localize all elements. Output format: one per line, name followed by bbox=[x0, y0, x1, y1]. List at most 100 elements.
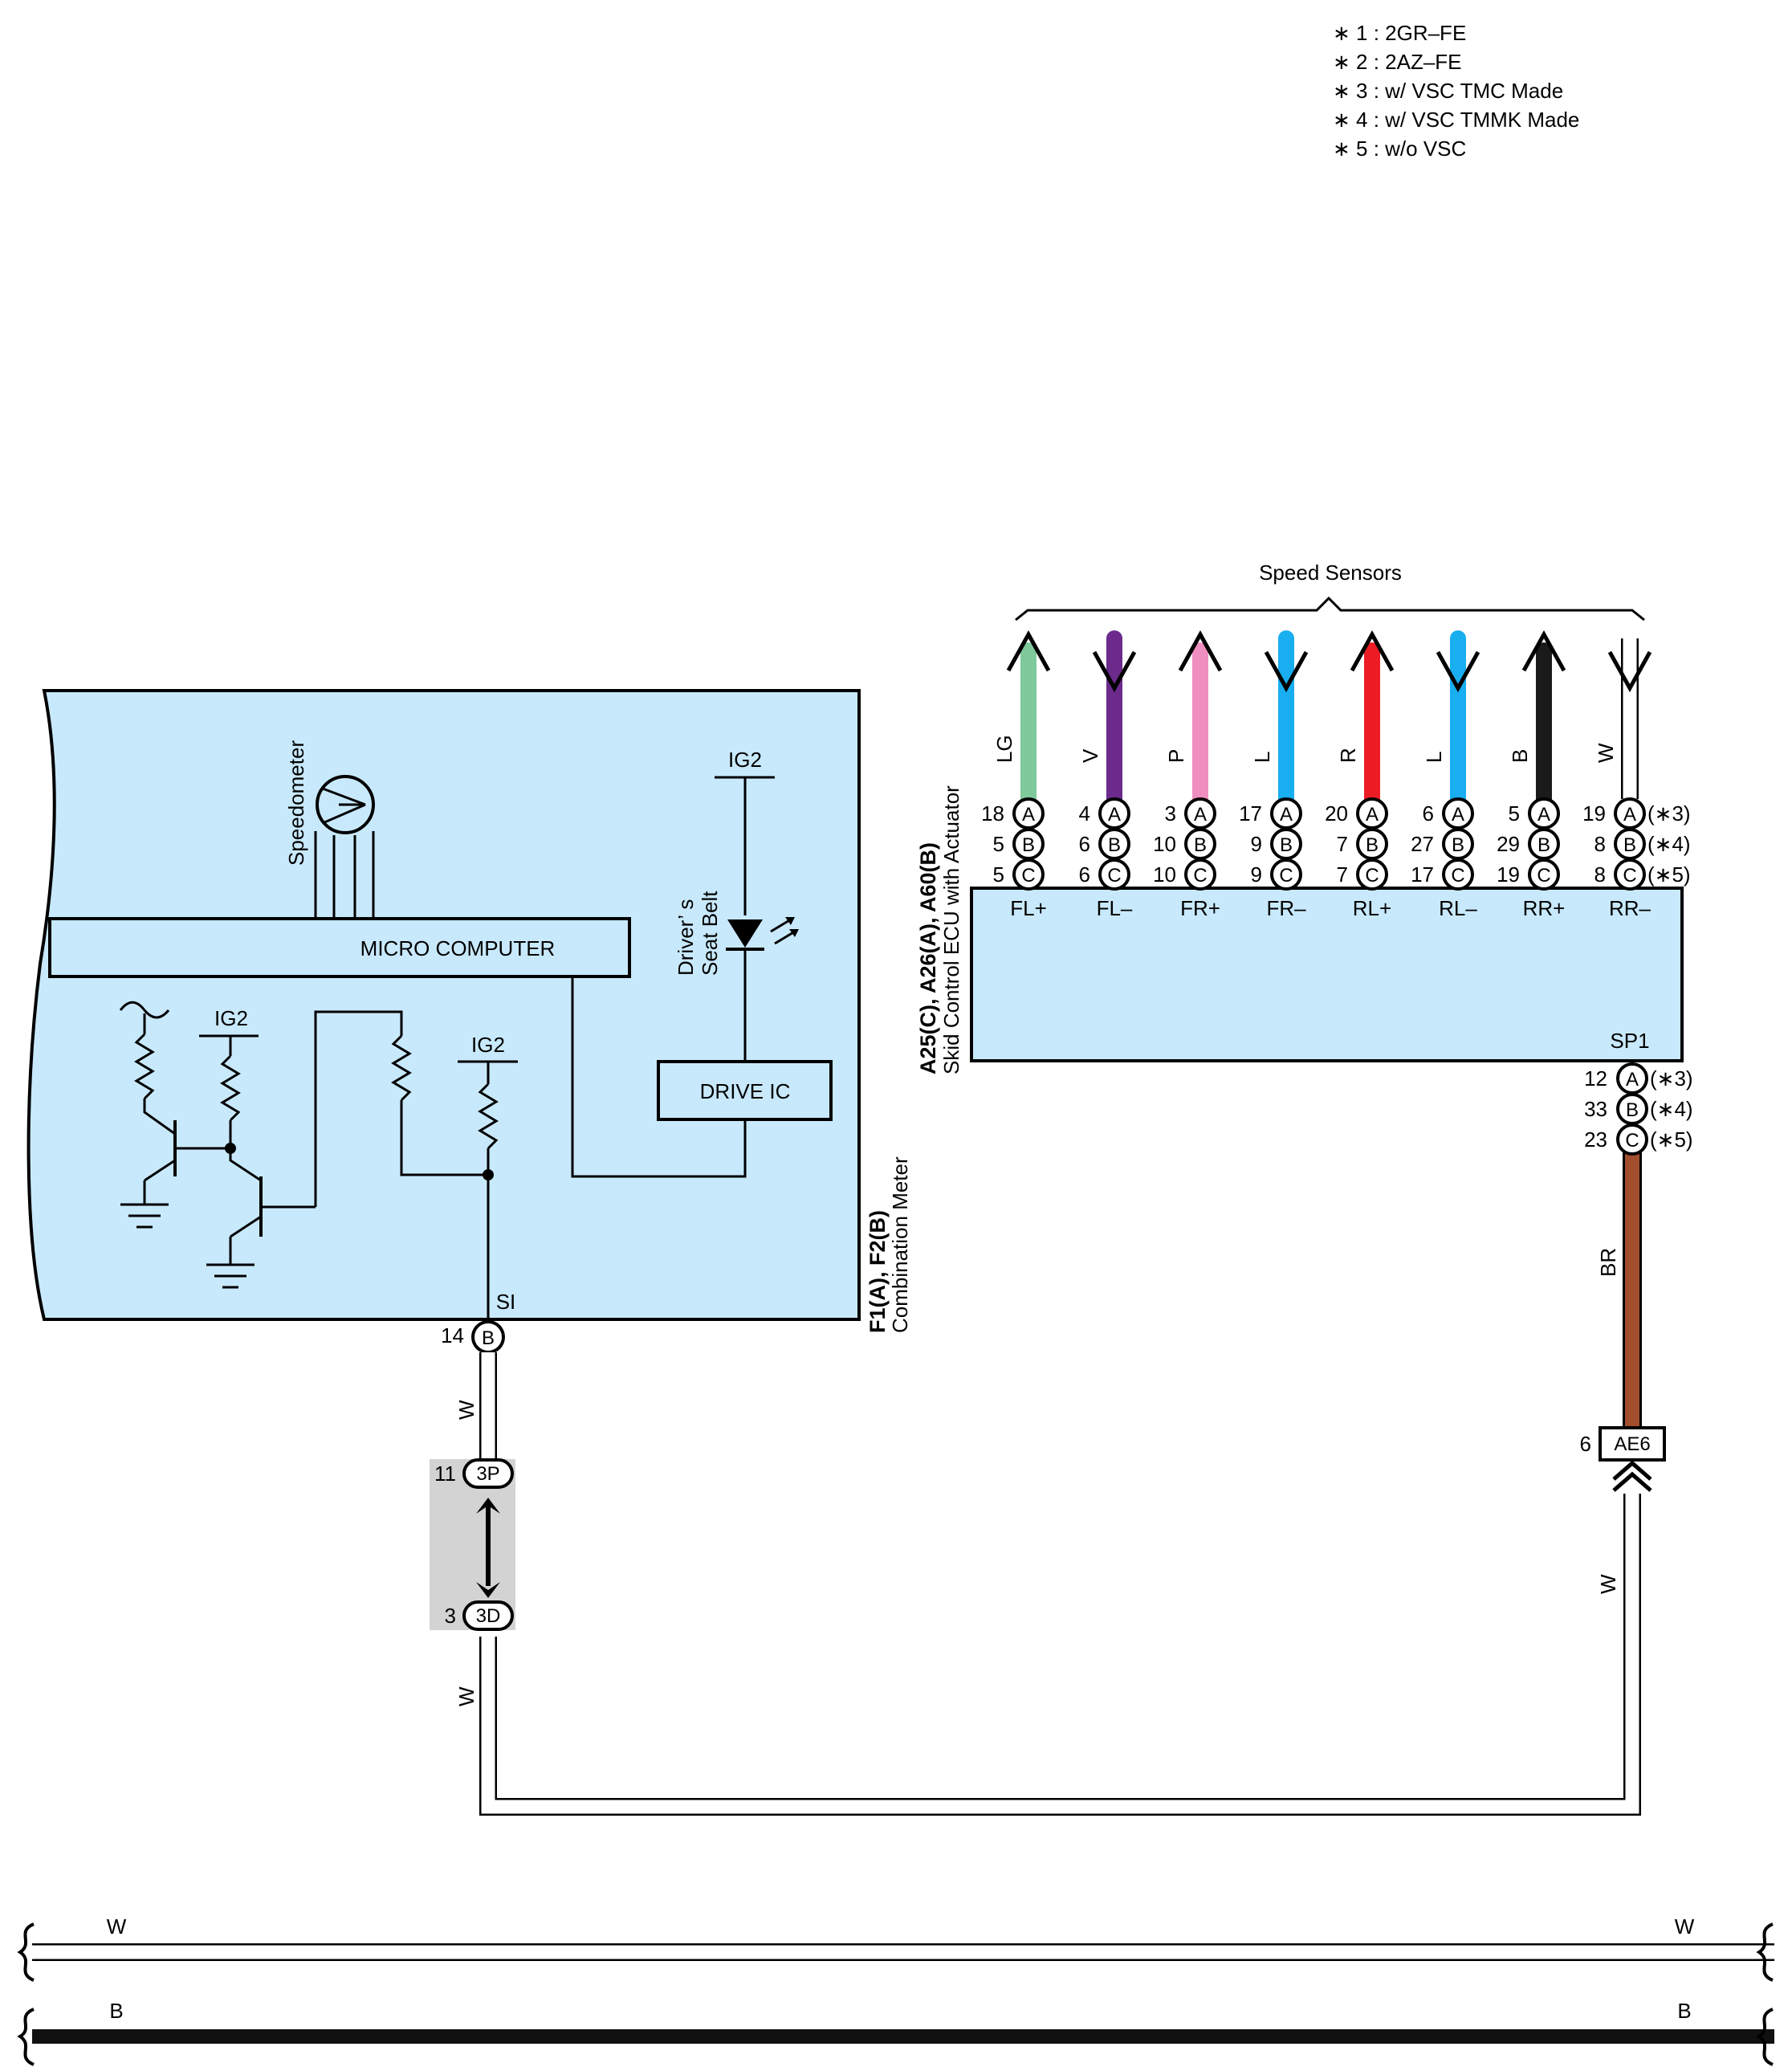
arrow-up-icon bbox=[1521, 630, 1566, 672]
combination-meter: MICRO COMPUTER Speedometer IG2 Driver’ bbox=[26, 689, 861, 1321]
ig2-label: IG2 bbox=[728, 748, 762, 772]
ecu-pin-num: 8 bbox=[1594, 832, 1606, 856]
ecu-name: Skid Control ECU with Actuator bbox=[939, 785, 963, 1074]
sp1-pin-num: 23 bbox=[1584, 1127, 1607, 1152]
ecu-terminal-name: RR– bbox=[1609, 896, 1651, 920]
ecu-box bbox=[970, 887, 1684, 1062]
legend-item: ∗ 5 : w/o VSC bbox=[1333, 137, 1466, 161]
ecu-pin-letter: A bbox=[1022, 804, 1035, 826]
speed-sensors-bracket: Speed Sensors bbox=[1015, 561, 1645, 622]
ig2-label: IG2 bbox=[214, 1006, 248, 1030]
bus-black-label: B bbox=[109, 1999, 123, 2023]
micro-computer-label: MICRO COMPUTER bbox=[360, 936, 556, 960]
ecu-pin-letter: B bbox=[1280, 834, 1293, 856]
ecu-pin-letter: A bbox=[1537, 804, 1550, 826]
ecu-terminal-name: RL– bbox=[1439, 896, 1477, 920]
wire-color-label: L bbox=[1422, 752, 1446, 763]
ecu-pin-num: 29 bbox=[1497, 832, 1520, 856]
legend-item: ∗ 2 : 2AZ–FE bbox=[1333, 50, 1462, 74]
ecu-pin-note: (∗4) bbox=[1647, 832, 1691, 856]
legend-item: ∗ 4 : w/ VSC TMMK Made bbox=[1333, 108, 1579, 132]
ecu-pin-num: 17 bbox=[1411, 862, 1434, 887]
sp1-wire-color-label: BR bbox=[1596, 1248, 1620, 1277]
legend-item: ∗ 3 : w/ VSC TMC Made bbox=[1333, 79, 1563, 103]
ecu-pin-num: 4 bbox=[1079, 801, 1090, 826]
arrow-down-icon bbox=[476, 1582, 500, 1598]
ecu-pin-letter: C bbox=[1623, 865, 1636, 887]
drive-ic-box bbox=[657, 1060, 833, 1121]
ecu-pin-letter: A bbox=[1623, 804, 1636, 826]
junction-top-label: 3P bbox=[476, 1463, 499, 1485]
drive-ic-label: DRIVE IC bbox=[700, 1079, 791, 1103]
ecu-pin-num: 6 bbox=[1079, 862, 1090, 887]
chevron-up-icon bbox=[1612, 1460, 1652, 1481]
ecu-pin-num: 20 bbox=[1325, 801, 1348, 826]
meter-pin-letter: B bbox=[482, 1327, 495, 1349]
micro-computer-box bbox=[48, 917, 631, 978]
ae6-box bbox=[1599, 1426, 1666, 1462]
sp1-pin-num: 12 bbox=[1584, 1066, 1607, 1091]
wire-color-label: R bbox=[1336, 748, 1360, 763]
wire-color-label: V bbox=[1078, 748, 1102, 763]
sp1-pin-note: (∗5) bbox=[1650, 1127, 1693, 1152]
ecu-pin-num: 6 bbox=[1079, 832, 1090, 856]
ecu-pin bbox=[1098, 858, 1130, 891]
ecu-pin-letter: B bbox=[1108, 834, 1121, 856]
speedometer-gauge-icon bbox=[314, 775, 375, 919]
ecu-pin-note: (∗3) bbox=[1647, 801, 1691, 826]
legend-item: ∗ 1 : 2GR–FE bbox=[1333, 21, 1466, 45]
si-terminal-label: SI bbox=[496, 1290, 516, 1314]
ecu-pin-letter: C bbox=[1279, 865, 1293, 887]
arrow-up-icon bbox=[1350, 630, 1395, 672]
ecu-pin-letter: C bbox=[1537, 865, 1550, 887]
ecu-pin-letter: C bbox=[1193, 865, 1207, 887]
ecu-pin-letter: C bbox=[1107, 865, 1121, 887]
arrow-down-icon bbox=[1436, 650, 1480, 693]
ecu-pin-letter: C bbox=[1365, 865, 1379, 887]
ecu-pin bbox=[1528, 858, 1560, 891]
ecu-pin-num: 17 bbox=[1239, 801, 1262, 826]
junction-top-num: 11 bbox=[434, 1462, 456, 1486]
meter-input-circuit bbox=[119, 1001, 518, 1319]
ecu-pin-num: 8 bbox=[1594, 862, 1606, 887]
ecu-connector-label: A25(C), A26(A), A60(B) bbox=[916, 842, 940, 1074]
ae6-connector: AE6 6 bbox=[1580, 1152, 1666, 1492]
ecu-pin-num: 3 bbox=[1165, 801, 1176, 826]
ecu-terminal-name: FL+ bbox=[1010, 896, 1047, 920]
ecu-terminal-name: FR+ bbox=[1180, 896, 1220, 920]
sp1-pin-note: (∗3) bbox=[1650, 1066, 1693, 1091]
bus-black-label: B bbox=[1677, 1999, 1691, 2023]
ecu-pin bbox=[1012, 858, 1045, 891]
ecu-pin-letter: B bbox=[1537, 834, 1550, 856]
junction-dot bbox=[483, 1169, 494, 1180]
ecu-pin-num: 7 bbox=[1337, 862, 1348, 887]
ecu-pin-letter: A bbox=[1366, 804, 1379, 826]
sp1-terminal-label: SP1 bbox=[1610, 1029, 1649, 1053]
ecu-pin-num: 6 bbox=[1423, 801, 1434, 826]
ecu-pin-letter: B bbox=[1194, 834, 1207, 856]
skid-control-ecu: SP1 bbox=[970, 887, 1684, 1062]
ae6-num: 6 bbox=[1580, 1432, 1591, 1456]
arrow-down-icon bbox=[1092, 650, 1137, 693]
ecu-pin-num: 18 bbox=[981, 801, 1004, 826]
ecu-pin-letter: B bbox=[1452, 834, 1464, 856]
sp1-pin-letter: B bbox=[1626, 1099, 1639, 1121]
ecu-pin-num: 27 bbox=[1411, 832, 1434, 856]
ecu-pin-letter: C bbox=[1451, 865, 1464, 887]
sp1-pin-num: 33 bbox=[1584, 1097, 1607, 1121]
wire-color-label: W bbox=[454, 1400, 479, 1420]
arrow-up-icon bbox=[1006, 630, 1051, 672]
ecu-pin bbox=[1614, 858, 1646, 891]
ecu-pin bbox=[1442, 858, 1474, 891]
wire-color-label: P bbox=[1164, 749, 1188, 763]
ecu-pin-letter: A bbox=[1452, 804, 1464, 826]
ecu-pin bbox=[1356, 858, 1388, 891]
meter-box bbox=[26, 689, 861, 1321]
ecu-pin-note: (∗5) bbox=[1647, 862, 1691, 887]
ig2-label: IG2 bbox=[471, 1033, 505, 1057]
wire-color-label: W bbox=[454, 1686, 479, 1706]
